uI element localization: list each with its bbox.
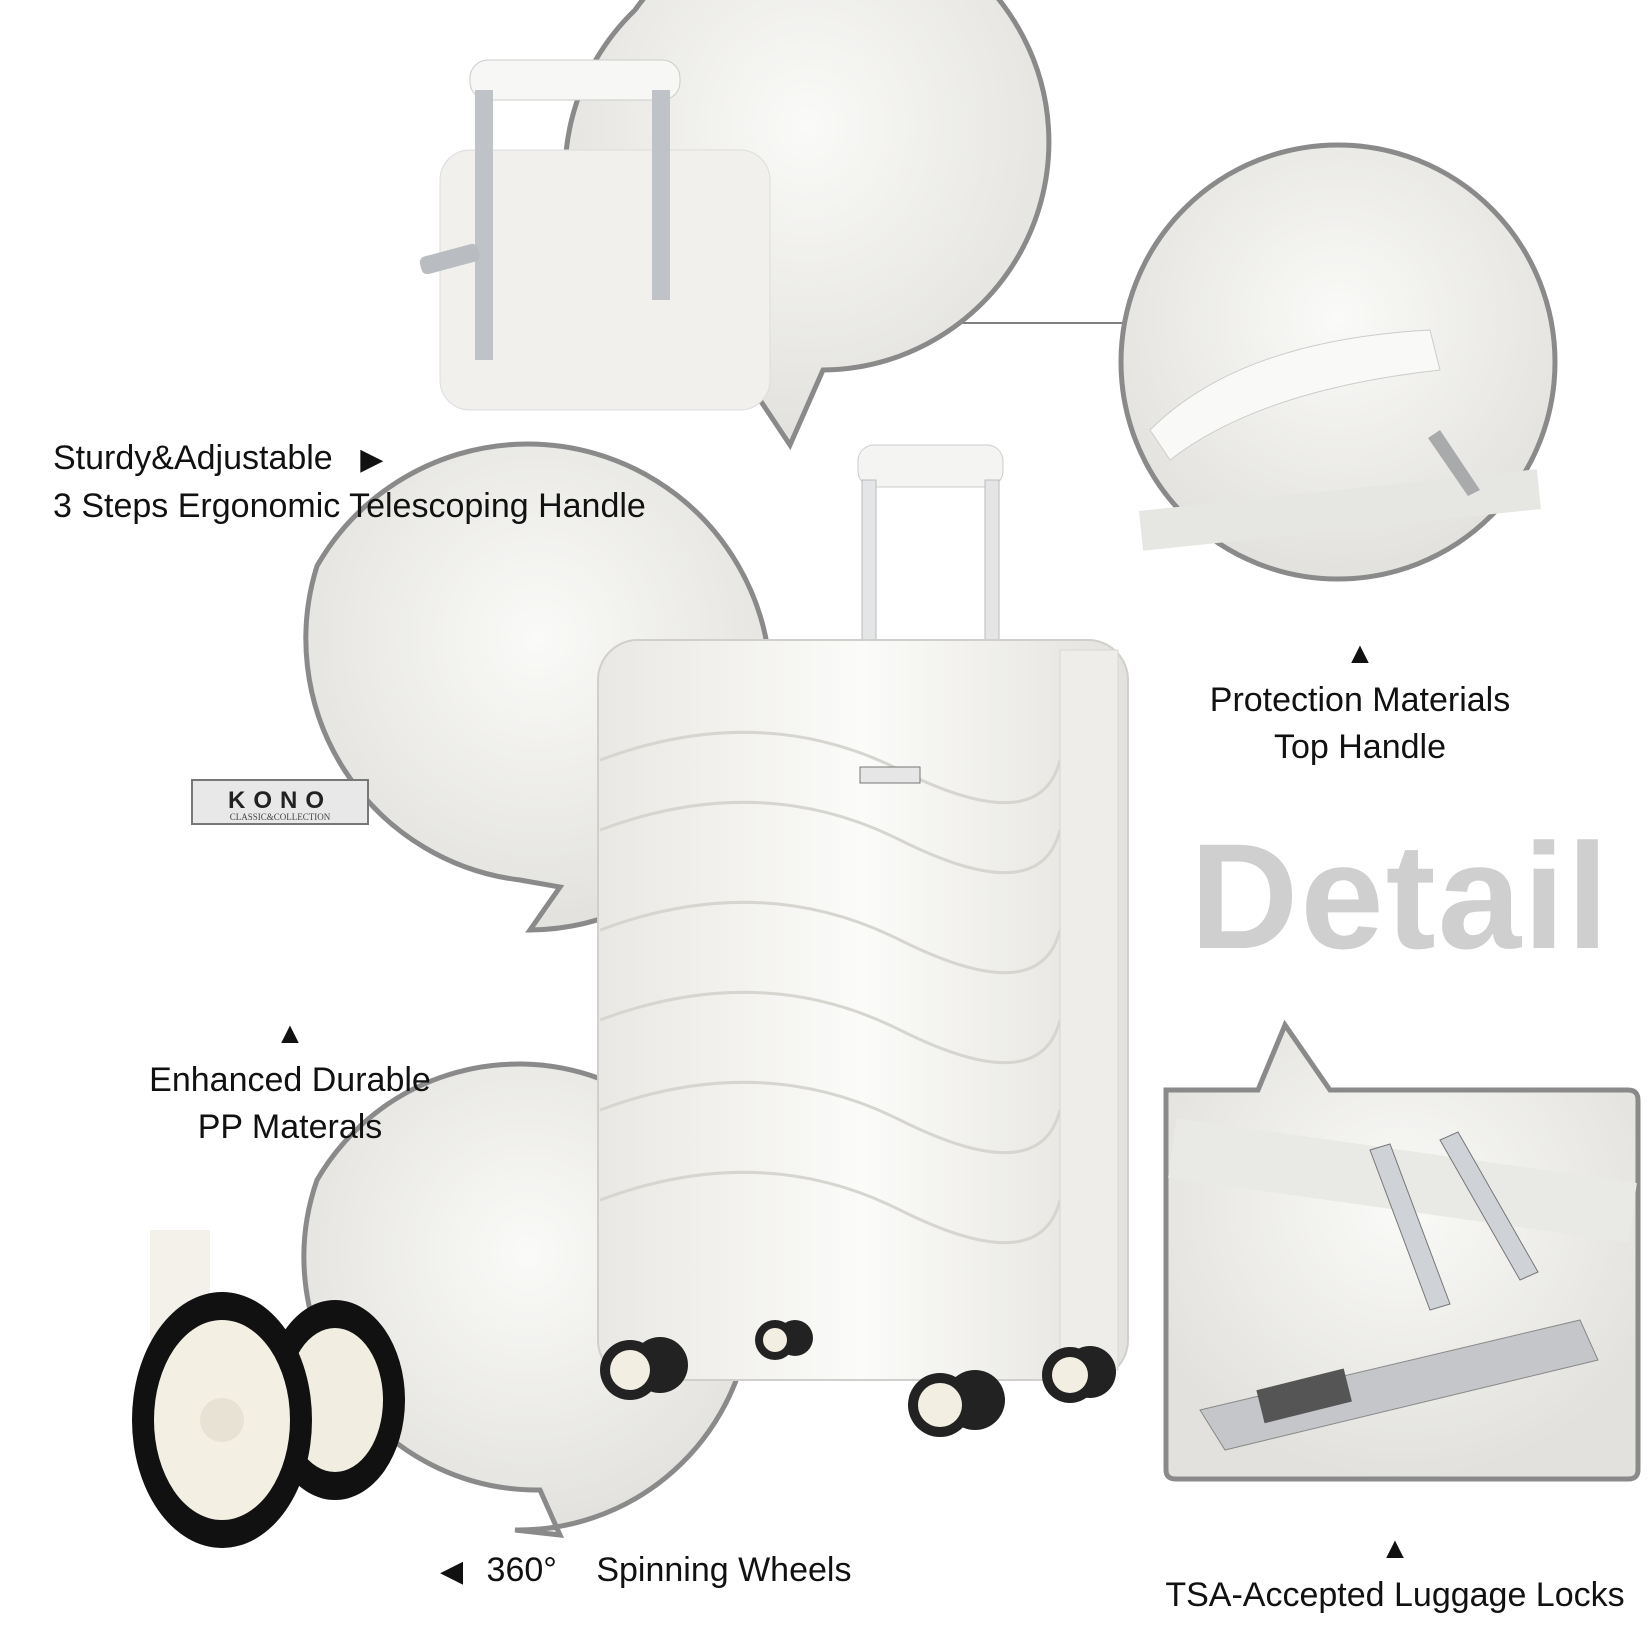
arrow-up-icon: ▲	[275, 1017, 305, 1050]
arrow-left-icon: ◀	[440, 1555, 464, 1588]
arrow-up-icon: ▲	[1380, 1532, 1410, 1565]
caption-top-handle-line1: Protection Materials	[1209, 681, 1511, 719]
brand-badge	[191, 779, 369, 825]
suitcase	[597, 444, 1129, 1437]
caption-top-handle: ▲ Protection Materials Top Handle	[1150, 630, 1570, 771]
brand-badge-tagline: CLASSIC&COLLECTION	[230, 812, 331, 822]
detail-watermark: Detail	[1190, 812, 1611, 980]
caption-materials: ▲ Enhanced Durable PP Materals	[110, 1010, 470, 1151]
top-handle-detail-circle	[1118, 142, 1558, 582]
brand-badge-name: KONO	[228, 787, 332, 814]
caption-materials-line1: Enhanced Durable	[149, 1061, 431, 1099]
lock-detail-panel	[1163, 1019, 1641, 1482]
caption-lock-line1: TSA-Accepted Luggage Locks	[1165, 1576, 1625, 1614]
caption-wheels-label: Spinning Wheels	[596, 1551, 852, 1589]
caption-lock: ▲ TSA-Accepted Luggage Locks	[1140, 1525, 1650, 1619]
caption-handle-line2: 3 Steps Ergonomic Telescoping Handle	[53, 487, 646, 525]
arrow-up-icon: ▲	[1345, 637, 1375, 670]
arrow-right-icon: ▶	[360, 443, 384, 476]
caption-wheels: ◀ 360° Spinning Wheels	[440, 1547, 851, 1595]
caption-handle-line1: Sturdy&Adjustable	[53, 439, 333, 477]
caption-handle: Sturdy&Adjustable ▶ 3 Steps Ergonomic Te…	[53, 435, 646, 530]
caption-top-handle-line2: Top Handle	[1273, 728, 1446, 766]
caption-materials-line2: PP Materals	[197, 1108, 383, 1146]
caption-wheels-degrees: 360°	[486, 1551, 557, 1589]
handle-detail-circle	[419, 0, 1052, 451]
